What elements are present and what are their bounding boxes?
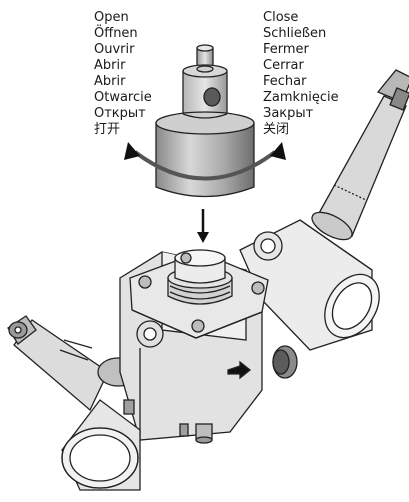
open-label-en: Open	[94, 10, 129, 25]
open-label-fr: Ouvrir	[94, 42, 135, 57]
close-label-zh: 关闭	[263, 122, 290, 137]
open-label-de: Öffnen	[94, 26, 138, 41]
open-label-ru: Открыт	[94, 106, 146, 121]
close-label-pt: Fechar	[263, 74, 307, 89]
close-label-ru: Закрыт	[263, 106, 314, 121]
right-probe	[311, 69, 409, 241]
open-label-pl: Otwarcie	[94, 90, 152, 105]
open-label-es: Abrir	[94, 58, 126, 73]
close-label-pl: Zamknięcie	[263, 90, 339, 105]
valve-housing	[119, 249, 298, 444]
valve-body	[7, 69, 409, 491]
close-label-en: Close	[263, 10, 299, 25]
open-direction-labels: Open Öffnen Ouvrir Abrir Abrir Otwarcie …	[94, 10, 152, 138]
left-inlet	[7, 315, 139, 412]
open-label-pt: Abrir	[94, 74, 126, 89]
close-label-fr: Fermer	[263, 42, 309, 57]
close-direction-labels: Close Schließen Fermer Cerrar Fechar Zam…	[263, 10, 339, 138]
rotation-arrow-icon	[124, 142, 286, 181]
close-label-es: Cerrar	[263, 58, 304, 73]
service-cap	[155, 44, 255, 198]
bottom-outlet	[61, 399, 141, 491]
close-label-de: Schließen	[263, 26, 327, 41]
right-pipe	[239, 219, 380, 351]
down-arrow-icon	[197, 209, 209, 243]
open-label-zh: 打开	[94, 122, 121, 137]
